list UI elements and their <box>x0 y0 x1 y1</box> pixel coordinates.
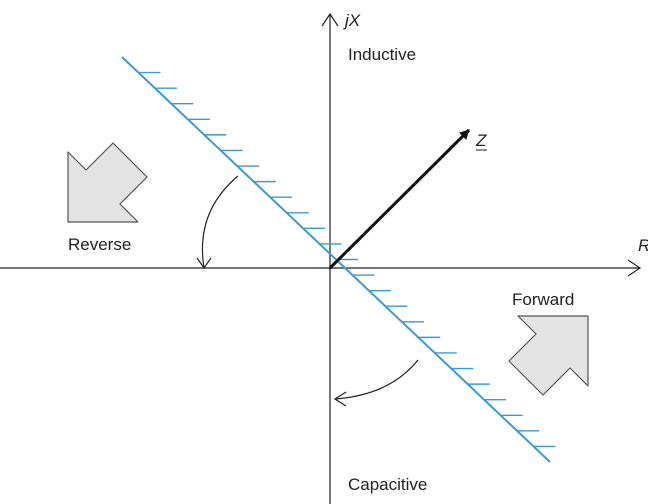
boundary-hatching <box>138 71 556 448</box>
capacitive-label: Capacitive <box>348 475 427 494</box>
z-vector-label: Z <box>475 131 487 150</box>
directional-boundary <box>121 56 556 463</box>
jx-axis-arrowhead <box>321 12 339 27</box>
forward-direction-arrow <box>508 315 589 396</box>
reverse-direction-arrow <box>67 142 148 223</box>
angle-arc-reverse-arrowhead <box>196 257 212 270</box>
inductive-label: Inductive <box>348 45 416 64</box>
angle-arc-reverse <box>201 175 239 269</box>
angle-arc-forward-arrowhead <box>333 391 347 407</box>
angle-arc-forward <box>334 359 419 400</box>
z-vector <box>328 128 471 270</box>
reverse-label: Reverse <box>68 235 131 254</box>
r-axis-arrowhead <box>627 259 642 277</box>
forward-label: Forward <box>512 290 574 309</box>
r-axis-label: R <box>638 236 648 255</box>
jx-axis-label: jX <box>343 11 361 30</box>
